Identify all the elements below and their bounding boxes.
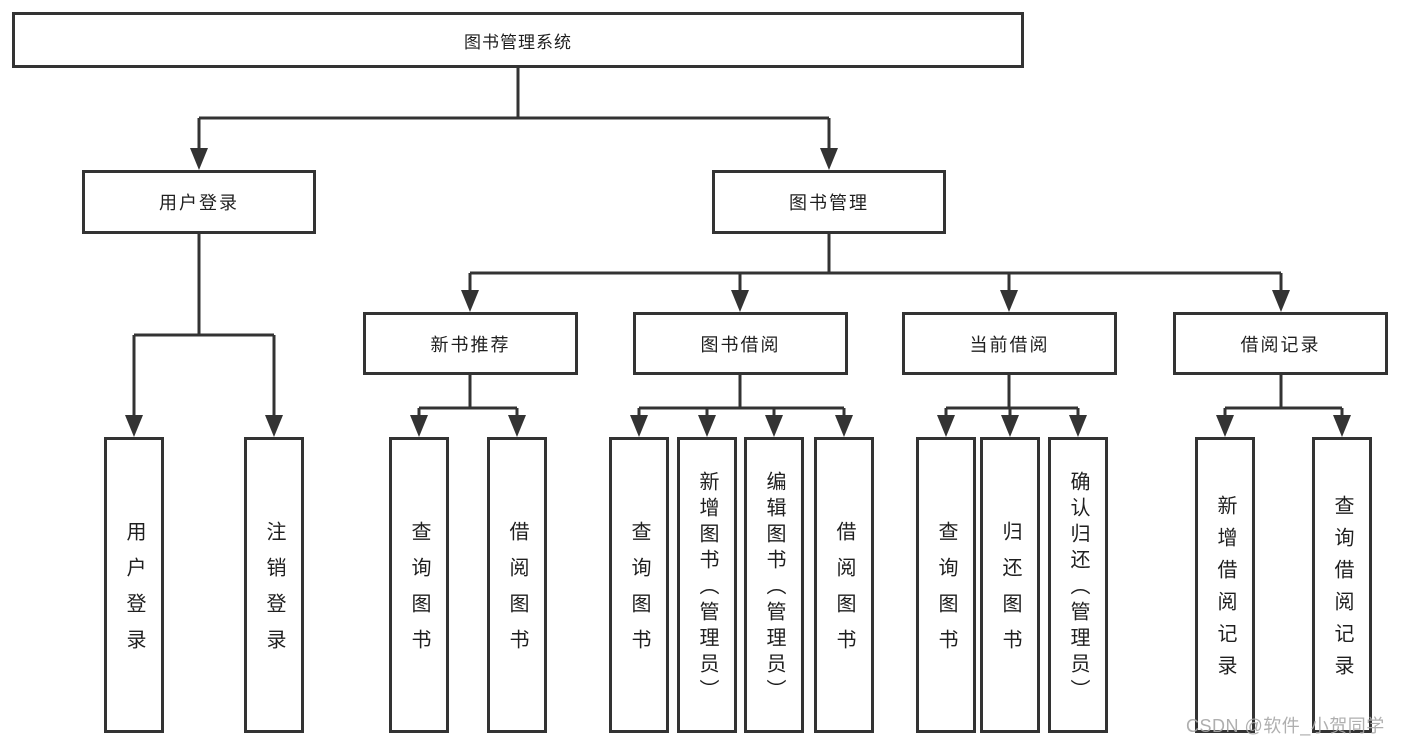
leaf-nb-borrow-books-label: 借阅图书 <box>506 521 528 665</box>
leaf-logout: 注销登录 <box>244 437 304 733</box>
leaf-bb-add-books-admin-label: 新增图书（管理员） <box>696 471 718 705</box>
leaf-bb-query-books: 查询图书 <box>609 437 669 733</box>
leaf-cb-confirm-return-admin-label: 确认归还（管理员） <box>1067 471 1089 705</box>
node-new-book-recommendation: 新书推荐 <box>363 312 578 375</box>
leaf-br-add-record: 新增借阅记录 <box>1195 437 1255 733</box>
node-book-borrowing-label: 图书借阅 <box>700 334 781 355</box>
leaf-cb-return-books-label: 归还图书 <box>999 521 1021 665</box>
leaf-bb-borrow-books: 借阅图书 <box>814 437 874 733</box>
leaf-br-query-record-label: 查询借阅记录 <box>1331 495 1353 687</box>
node-user-login: 用户登录 <box>82 170 316 234</box>
node-book-management-label: 图书管理 <box>789 193 869 213</box>
node-borrowing-records: 借阅记录 <box>1173 312 1388 375</box>
node-new-book-recommendation-label: 新书推荐 <box>430 334 511 355</box>
leaf-bb-query-books-label: 查询图书 <box>628 521 650 665</box>
leaf-bb-borrow-books-label: 借阅图书 <box>833 521 855 665</box>
leaf-user-login: 用户登录 <box>104 437 164 733</box>
node-root: 图书管理系统 <box>12 12 1024 68</box>
leaf-user-login-label: 用户登录 <box>123 521 145 665</box>
leaf-nb-query-books-label: 查询图书 <box>408 521 430 665</box>
node-current-borrowing-label: 当前借阅 <box>969 334 1050 355</box>
leaf-bb-add-books-admin: 新增图书（管理员） <box>677 437 737 733</box>
node-root-label: 图书管理系统 <box>464 32 572 52</box>
leaf-cb-return-books: 归还图书 <box>980 437 1040 733</box>
watermark: CSDN @软件_小贺同学 <box>1186 716 1385 736</box>
leaf-nb-borrow-books: 借阅图书 <box>487 437 547 733</box>
leaf-cb-confirm-return-admin: 确认归还（管理员） <box>1048 437 1108 733</box>
leaf-cb-query-books-label: 查询图书 <box>935 521 957 665</box>
node-book-borrowing: 图书借阅 <box>633 312 848 375</box>
node-book-management: 图书管理 <box>712 170 946 234</box>
leaf-nb-query-books: 查询图书 <box>389 437 449 733</box>
leaf-cb-query-books: 查询图书 <box>916 437 976 733</box>
node-user-login-label: 用户登录 <box>159 193 239 213</box>
leaf-br-query-record: 查询借阅记录 <box>1312 437 1372 733</box>
node-current-borrowing: 当前借阅 <box>902 312 1117 375</box>
node-borrowing-records-label: 借阅记录 <box>1240 334 1321 355</box>
leaf-bb-edit-books-admin: 编辑图书（管理员） <box>744 437 804 733</box>
leaf-br-add-record-label: 新增借阅记录 <box>1214 495 1236 687</box>
leaf-logout-label: 注销登录 <box>263 521 285 665</box>
leaf-bb-edit-books-admin-label: 编辑图书（管理员） <box>763 471 785 705</box>
